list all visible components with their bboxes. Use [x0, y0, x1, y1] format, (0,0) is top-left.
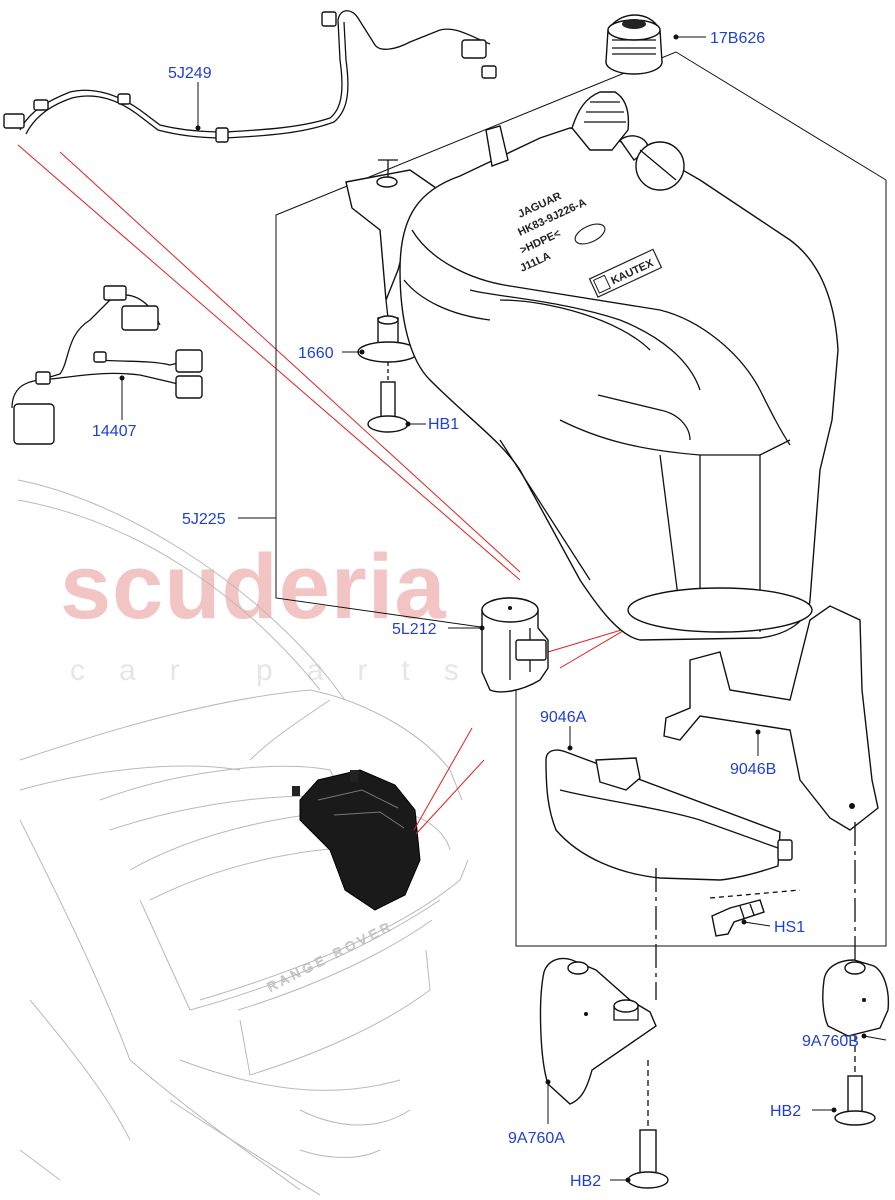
filler-cap-17b626: [605, 14, 663, 75]
label-9046a: 9046A: [540, 709, 587, 726]
label-hb1: HB1: [428, 416, 459, 433]
land-rover-logo-icon: [574, 223, 606, 245]
harness-14407: [11, 285, 203, 445]
part-labels: 5J249 17B626 1660 HB1 14407 5J225 5L212 …: [92, 30, 859, 1190]
label-hb2-bottom: HB2: [570, 1173, 601, 1190]
strap-9046a: [545, 749, 793, 881]
bracket-9a760b: [822, 822, 890, 1037]
label-1660: 1660: [298, 345, 334, 362]
label-hb2-right: HB2: [770, 1103, 801, 1120]
label-5j249: 5J249: [168, 65, 212, 82]
label-9a760a: 9A760A: [508, 1130, 565, 1147]
label-5j225: 5J225: [182, 511, 226, 528]
hose-5j249: [3, 10, 497, 143]
bolt-hb1: [367, 362, 409, 433]
bolt-hb2-right: [834, 1036, 876, 1126]
fuel-tank-5j225: JAGUAR HK83-9J226-A >HDPE< J11LA KAUTEX: [399, 91, 839, 641]
mount-pin-1660: [345, 159, 437, 363]
label-5l212: 5L212: [392, 621, 437, 638]
label-9046b: 9046B: [730, 761, 776, 778]
heater-5l212: [481, 597, 549, 693]
assembly-boundary: [275, 51, 887, 947]
label-14407: 14407: [92, 423, 137, 440]
bracket-9a760a: [539, 868, 657, 1105]
label-17b626: 17B626: [710, 30, 765, 47]
tank-location-silhouette: [292, 769, 421, 911]
bolt-hb2-bottom: [627, 1060, 669, 1189]
watermark-subtitle: car parts: [70, 654, 493, 687]
label-9a760b: 9A760B: [802, 1033, 859, 1050]
callout-lines: [17, 144, 629, 835]
strap-9046b: [663, 605, 879, 831]
label-hs1: HS1: [774, 919, 805, 936]
bolt-hs1: [709, 889, 801, 937]
leader-lines: [119, 34, 887, 1183]
vehicle-badge: RANGE ROVER: [265, 918, 397, 995]
watermark-brand: scuderia: [60, 536, 446, 638]
